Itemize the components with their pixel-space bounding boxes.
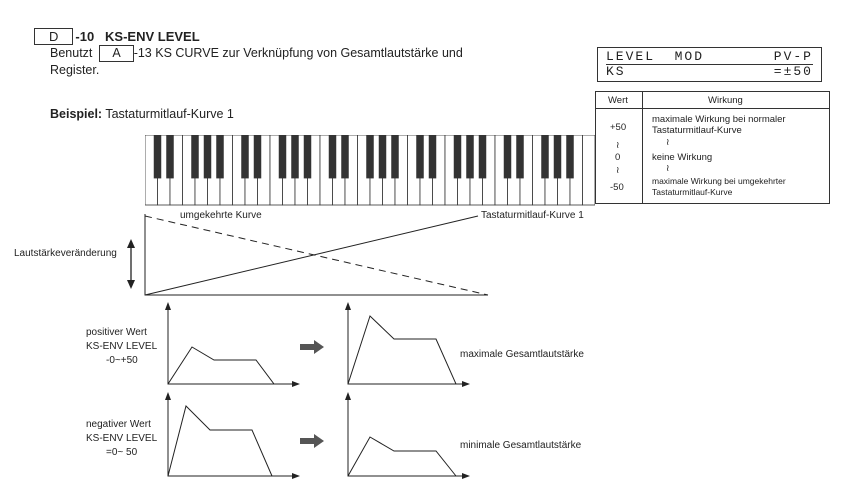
negative-line1: negativer Wert [86,419,151,430]
black-key [391,135,399,179]
black-key [416,135,424,179]
black-key [241,135,249,179]
table-row-value: ≀ [616,165,620,176]
right-arrow-icon [300,434,324,448]
volume-change-label: Lautstärkeveränderung [14,248,117,259]
positive-line1: positiver Wert [86,327,147,338]
table-row-value: +50 [610,122,627,133]
lcd-row2-right: =±50 [773,64,813,79]
intro-line2: Register. [50,63,100,77]
black-key [516,135,524,179]
black-key [203,135,212,179]
black-key [191,135,199,179]
down-arrowhead-icon [127,280,135,289]
black-key [253,135,262,179]
effect-table: Wert Wirkung +50 maximale Wirkung bei no… [595,91,830,204]
table-col2-header: Wirkung [708,95,743,106]
black-key [291,135,299,179]
lcd-row1-left: LEVEL MOD [606,49,705,64]
up-arrowhead-icon [127,239,135,248]
black-key [366,135,374,179]
black-key [553,135,562,179]
intro-prefix: Benutzt [50,46,93,60]
curve-diagram [127,214,489,296]
example-label: Beispiel: [50,107,103,121]
black-key [378,135,387,179]
positive-result-label: maximale Gesamtlautstärke [460,349,584,360]
black-key [478,135,487,179]
white-key [582,135,595,206]
lcd-divider [606,64,813,65]
black-key [328,135,337,179]
table-row-effect: Tastaturmitlauf-Kurve [652,187,733,197]
black-key [466,135,474,179]
intro-ref-suffix: -13 KS CURVE zur Verknüpfung von Gesamtl… [133,46,463,60]
black-key [566,135,574,179]
black-key [153,135,162,179]
negative-line2: KS-ENV LEVEL [86,433,158,444]
black-key [428,135,437,179]
table-row-effect: keine Wirkung [652,152,713,163]
black-key [216,135,224,179]
reverse-curve-line [144,215,489,296]
table-divider [642,92,643,203]
table-row-value: ≀ [616,140,620,151]
table-col1-header: Wert [608,95,628,106]
normal-curve-line [144,215,479,296]
black-key [503,135,512,179]
negative-result-label: minimale Gesamtlautstärke [460,440,582,451]
negative-label: negativer Wert KS-ENV LEVEL =0~ 50 [86,418,157,460]
table-header [596,92,829,109]
table-row-effect: maximale Wirkung bei umgekehrter [652,176,786,186]
black-key [303,135,312,179]
ref-box: A [99,45,134,62]
black-key [541,135,549,179]
black-key [453,135,462,179]
section-title: D-10 KS-ENV LEVEL [34,28,200,45]
intro-text: Benutzt A-13 KS CURVE zur Verknüpfung vo… [50,45,580,79]
reverse-curve-label: umgekehrte Kurve [180,210,262,221]
piano-keyboard-icon [145,135,595,206]
positive-line3: -0~+50 [106,355,138,366]
black-key [278,135,287,179]
section-name: KS-ENV LEVEL [105,29,200,44]
black-key [166,135,174,179]
envelope-diagrams [165,302,470,479]
lcd-display: LEVEL MOD PV-P KS =±50 [597,47,822,82]
black-key [341,135,349,179]
section-box: D [34,28,74,45]
table-row-value: 0 [615,152,621,163]
table-row-value: -50 [610,182,624,193]
positive-label: positiver Wert KS-ENV LEVEL -0~+50 [86,326,157,368]
lcd-row1-right: PV-P [773,49,813,64]
env-negative-input [165,392,300,479]
table-row-effect: ≀ [666,137,670,148]
table-row-effect: ≀ [666,163,670,174]
env-positive-output [345,302,470,387]
positive-line2: KS-ENV LEVEL [86,341,158,352]
negative-line3: =0~ 50 [106,447,138,458]
example-heading: Beispiel: Tastaturmitlauf-Kurve 1 [50,107,234,121]
table-row-effect: Tastaturmitlauf-Kurve [652,125,742,136]
right-arrow-icon [300,340,324,354]
normal-curve-label: Tastaturmitlauf-Kurve 1 [481,210,584,221]
table-row-effect: maximale Wirkung bei normaler [652,114,786,125]
example-text: Tastaturmitlauf-Kurve 1 [105,107,234,121]
section-suffix: -10 [75,29,95,44]
env-positive-input [165,302,300,387]
env-negative-output [345,392,470,479]
lcd-row2-left: KS [606,64,626,79]
